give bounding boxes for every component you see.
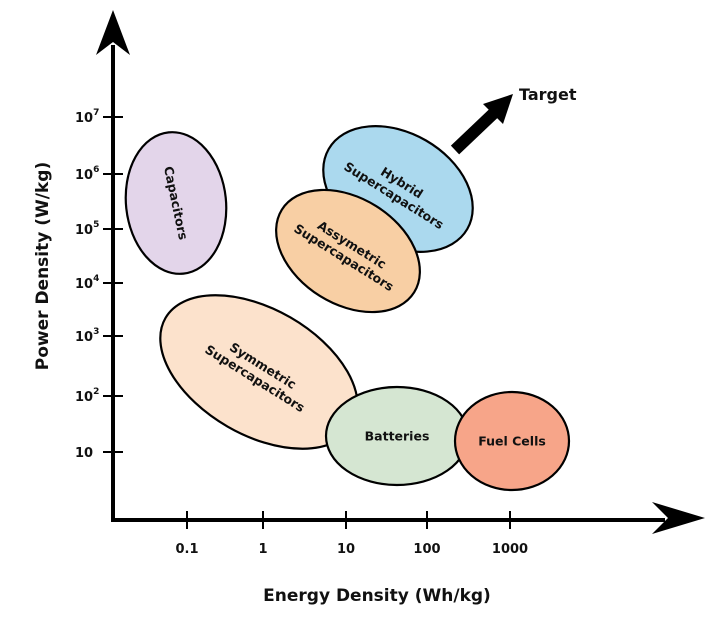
x-tick-label: 1000 (492, 542, 528, 557)
target-arrow: Target (450, 85, 577, 155)
x-tick-label: 10 (337, 542, 355, 557)
y-tick-exponent: 7 (93, 108, 99, 118)
y-tick-base: 10 (75, 277, 93, 292)
y-tick-exponent: 5 (93, 220, 99, 230)
y-tick-base: 10 (75, 168, 93, 183)
y-axis-title: Power Density (W/kg) (33, 162, 53, 370)
y-tick-label: 104 (75, 274, 99, 292)
target-arrow-head (483, 94, 513, 124)
x-tick-label: 1 (258, 542, 267, 557)
region-label-fuel-cells: Fuel Cells (478, 434, 546, 449)
x-tick-label: 100 (413, 542, 440, 557)
region-batteries: Batteries (324, 385, 470, 487)
region-ellipse-fuel-cells (453, 390, 571, 492)
y-tick-base: 10 (75, 223, 93, 238)
y-tick-base: 10 (75, 390, 93, 405)
x-axis-arrowhead (652, 502, 705, 534)
y-axis-arrowhead (96, 10, 130, 55)
y-tick-label: 102 (75, 387, 99, 405)
x-tick-label: 0.1 (175, 542, 198, 557)
y-tick-exponent: 4 (93, 274, 99, 284)
y-tick-exponent: 3 (93, 327, 99, 337)
region-label-line: Fuel Cells (478, 434, 546, 449)
y-tick-label: 106 (75, 165, 99, 183)
y-tick-exponent: 2 (93, 387, 99, 397)
y-tick-exponent: 6 (93, 165, 99, 175)
region-ellipse-capacitors (124, 131, 228, 275)
y-tick-base: 10 (75, 330, 93, 345)
y-tick-label: 105 (75, 220, 99, 238)
region-label-batteries: Batteries (365, 429, 430, 444)
x-axis-title: Energy Density (Wh/kg) (263, 586, 491, 606)
target-label: Target (519, 85, 577, 104)
region-fuel-cells: Fuel Cells (453, 390, 571, 492)
y-tick-label: 103 (75, 327, 99, 345)
region-capacitors: Capacitors (124, 131, 228, 275)
y-tick-label: 107 (75, 108, 99, 126)
y-tick-label: 10 (75, 446, 93, 461)
regions: CapacitorsSymmetricSupercapacitorsBatter… (124, 125, 571, 492)
region-label-line: Batteries (365, 429, 430, 444)
region-ellipse-assymetric-supercapacitors (275, 188, 421, 314)
target-arrow-shaft (450, 107, 500, 155)
y-tick-base: 10 (75, 111, 93, 126)
region-assymetric-supercapacitors: AssymetricSupercapacitors (275, 188, 421, 314)
y-tick-base: 10 (75, 446, 93, 461)
